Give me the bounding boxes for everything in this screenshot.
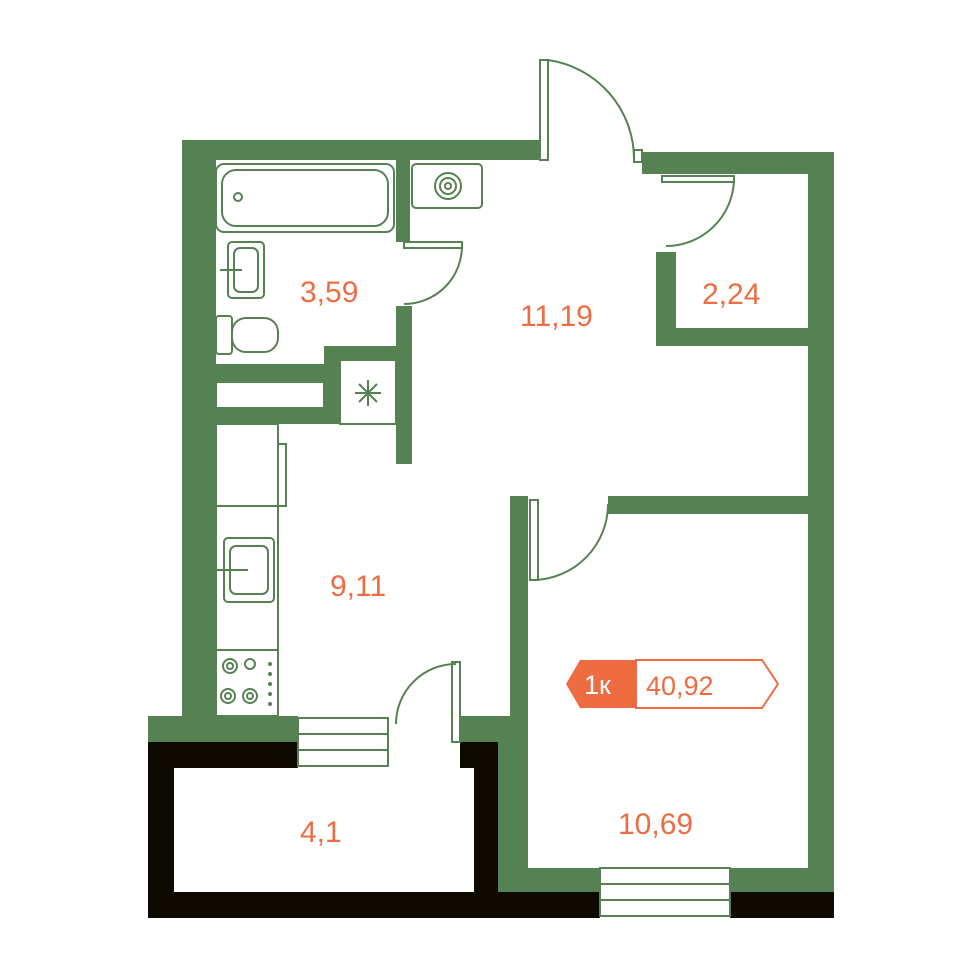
asterisk-icon — [355, 380, 381, 406]
balcony-door-window — [297, 717, 389, 767]
left-outer-wall — [182, 140, 216, 718]
top-wall — [182, 140, 540, 160]
balcony-right-wall — [474, 742, 498, 918]
balcony-left-wall — [148, 742, 174, 918]
bath-right-wall-top — [396, 158, 410, 242]
kitchen-bottom-wall-right — [460, 716, 510, 742]
hallway-area: 11,19 — [520, 300, 593, 333]
ventilation-shaft — [339, 359, 397, 425]
bathroom-sink — [220, 241, 265, 299]
toilet — [215, 315, 279, 355]
stove — [216, 649, 278, 706]
shaft-top-wall — [324, 346, 410, 360]
bathtub — [215, 163, 395, 233]
bedroom-door — [529, 499, 609, 581]
exterior-walls — [148, 742, 834, 918]
badge-total-area: 40,92 — [646, 671, 714, 701]
balcony-swing-door — [395, 661, 461, 743]
badge-rooms: 1к — [584, 670, 611, 700]
storage-area: 2,24 — [702, 278, 760, 311]
shaft-left-wall — [324, 346, 340, 424]
bath-right-wall-bottom — [396, 306, 412, 464]
right-outer-wall — [808, 152, 834, 892]
kitchen-sink — [216, 537, 275, 603]
top-right-wall — [642, 152, 834, 174]
bottom-wall — [148, 892, 600, 918]
doors — [395, 59, 735, 743]
bedroom-left-outer — [498, 742, 528, 892]
bottom-wall-right — [730, 892, 834, 918]
bathroom-area: 3,59 — [300, 276, 358, 309]
apartment-badge: 1к 40,92 — [566, 659, 780, 709]
shelf-niche — [215, 381, 325, 409]
badge-rooms-bg — [566, 660, 636, 708]
bedroom-area: 10,69 — [618, 808, 693, 841]
bedroom-bottom-wall — [498, 868, 600, 892]
walls — [148, 140, 834, 892]
niche-bottom-wall — [216, 408, 340, 424]
bathroom-fixtures — [215, 163, 483, 409]
kitchen-bottom-wall-left — [148, 716, 298, 742]
bedroom-top-wall — [608, 496, 834, 514]
kitchen-area: 9,11 — [330, 570, 386, 603]
bathroom-door — [403, 241, 463, 305]
bedroom-window — [599, 867, 731, 917]
entrance-door — [539, 59, 643, 163]
badge-area-outline — [635, 659, 780, 709]
storage-door — [661, 175, 735, 247]
spiral-icon — [434, 172, 462, 200]
bedroom-bottom-wall-right — [730, 868, 834, 892]
boiler — [411, 163, 483, 209]
bedroom-left-wall — [510, 496, 528, 752]
balcony-area: 4,1 — [300, 816, 342, 849]
storage-bottom-wall — [656, 328, 816, 346]
kitchen-fixtures — [215, 423, 287, 717]
storage-left-wall — [656, 252, 676, 346]
bath-bottom-wall — [216, 364, 324, 382]
